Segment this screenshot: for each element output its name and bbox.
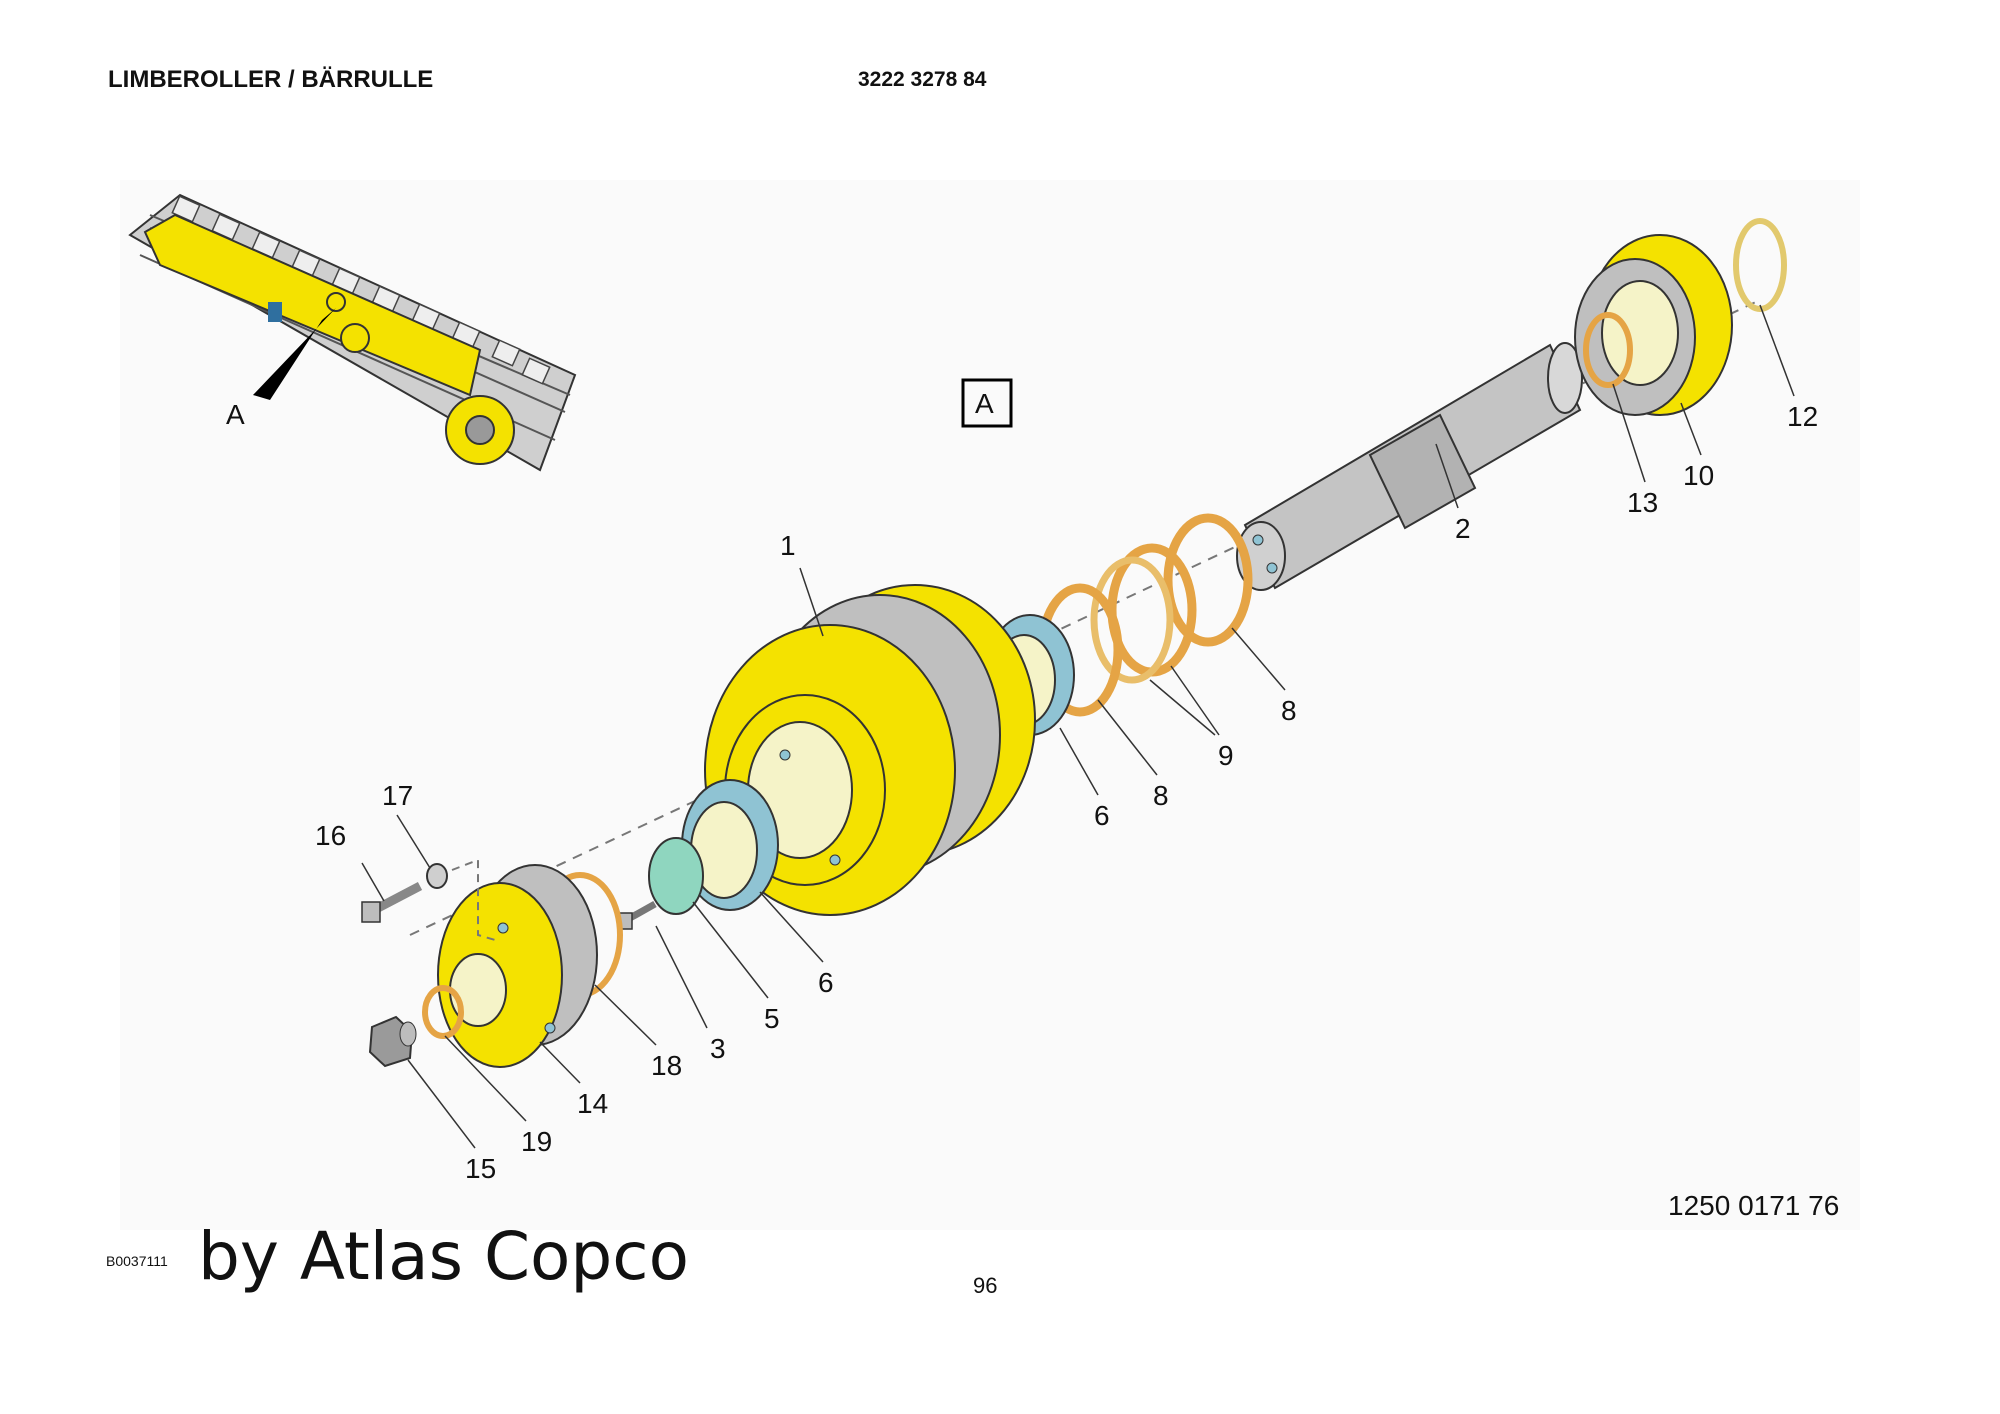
detail-pointer-label: A: [226, 399, 245, 430]
callout-16: 16: [315, 820, 346, 851]
callout-19: 19: [521, 1126, 552, 1157]
callout-18: 18: [651, 1050, 682, 1081]
callout-15: 15: [465, 1153, 496, 1184]
callout-12: 12: [1787, 401, 1818, 432]
track-label-plate: [268, 302, 282, 322]
leader-lines: [361, 304, 1795, 1149]
bearing-lower-part: [681, 779, 779, 911]
bolt-washer-part: [426, 863, 448, 889]
roller-body-part: [704, 584, 1036, 916]
callout-6-lower: 6: [818, 967, 834, 998]
view-marker-label: A: [975, 388, 994, 419]
track-unit-overview: A: [128, 193, 577, 472]
bolt-large-part: [361, 882, 423, 923]
callout-14: 14: [577, 1088, 608, 1119]
image-id: B0037111: [106, 1253, 168, 1269]
end-cover-part: [437, 864, 598, 1068]
page-number: 96: [973, 1273, 998, 1298]
callout-5: 5: [764, 1003, 780, 1034]
callout-8-lower: 8: [1153, 780, 1169, 811]
document-number: 1250 0171 76: [1668, 1190, 1840, 1221]
seal-washer-part: [422, 985, 464, 1039]
shaft-part: [1236, 342, 1583, 591]
callout-17: 17: [382, 780, 413, 811]
callout-8-upper: 8: [1281, 695, 1297, 726]
callout-numbers: 1 2 3 5 6 6 8 8 9 10 12 13 14 15 16 17 1…: [315, 401, 1818, 1184]
lock-washer-part: [648, 837, 704, 915]
callout-2: 2: [1455, 513, 1471, 544]
part-number: 3222 3278 84: [858, 68, 987, 91]
brand-watermark: by Atlas Copco: [198, 1218, 689, 1295]
page-title: LIMBEROLLER / BÄRRULLE: [108, 66, 434, 93]
view-marker-box: [961, 378, 1013, 428]
callout-9: 9: [1218, 740, 1234, 771]
callout-13: 13: [1627, 487, 1658, 518]
snap-ring-part: [1733, 218, 1787, 312]
detail-pointer-arrow: [253, 308, 336, 400]
o-ring-part: [1583, 312, 1633, 388]
plug-part: [368, 1015, 417, 1068]
seal-rings: [1037, 513, 1253, 717]
callout-10: 10: [1683, 460, 1714, 491]
callout-6-upper: 6: [1094, 800, 1110, 831]
callout-1: 1: [780, 530, 796, 561]
callout-3: 3: [710, 1033, 726, 1064]
